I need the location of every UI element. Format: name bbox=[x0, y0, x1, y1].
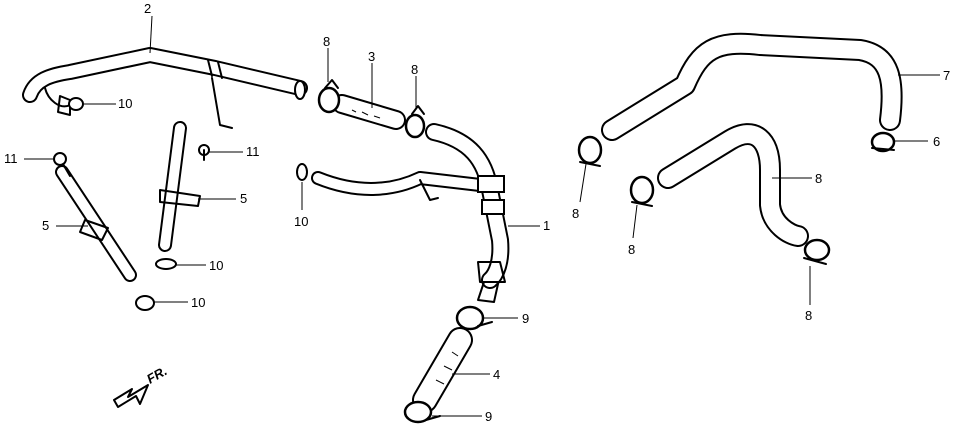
callout-8: 8 bbox=[323, 34, 330, 49]
direction-label: FR. bbox=[144, 363, 170, 386]
clamp-8-right-b bbox=[629, 175, 655, 207]
callout-10: 10 bbox=[191, 295, 205, 310]
callout-4: 4 bbox=[493, 367, 500, 382]
clamp-8-upper-b bbox=[404, 105, 426, 139]
callout-5: 5 bbox=[240, 191, 247, 206]
callout-11: 11 bbox=[246, 144, 260, 159]
o-ring-10b bbox=[296, 163, 308, 181]
part-2-hose bbox=[22, 47, 308, 129]
callout-labels: 2 8 3 8 10 11 11 5 5 10 10 10 1 9 4 9 7 … bbox=[4, 1, 950, 424]
leader-lines bbox=[24, 15, 940, 417]
o-ring-10d bbox=[135, 295, 155, 311]
callout-11: 11 bbox=[4, 151, 18, 166]
callout-1: 1 bbox=[543, 218, 550, 233]
o-ring-10c bbox=[155, 258, 177, 270]
o-ring-10a bbox=[68, 97, 84, 111]
clamp-8-right-d bbox=[803, 238, 831, 265]
callout-6: 8 bbox=[815, 171, 822, 186]
part-4-hose bbox=[412, 327, 473, 413]
callout-8: 8 bbox=[628, 242, 635, 257]
callout-10: 10 bbox=[294, 214, 308, 229]
callout-10: 10 bbox=[209, 258, 223, 273]
callout-7: 7 bbox=[943, 68, 950, 83]
clamp-8-right-c bbox=[870, 131, 896, 153]
part-3-hose bbox=[332, 94, 406, 130]
callout-9: 9 bbox=[522, 311, 529, 326]
part-1-hose bbox=[311, 123, 510, 303]
clamp-9-lower bbox=[403, 400, 441, 424]
part-7-hose bbox=[601, 32, 903, 141]
callout-8: 8 bbox=[805, 308, 812, 323]
front-direction-indicator: FR. bbox=[113, 363, 170, 408]
callout-2: 2 bbox=[144, 1, 151, 16]
part-5-pipe-left bbox=[55, 165, 137, 282]
callout-3: 3 bbox=[368, 49, 375, 64]
clamp-8-right-a bbox=[577, 135, 603, 167]
callout-8: 8 bbox=[572, 206, 579, 221]
callout-8: 6 bbox=[933, 134, 940, 149]
callout-9: 9 bbox=[485, 409, 492, 424]
clamp-9-upper bbox=[455, 305, 493, 331]
arrow-down-left-icon bbox=[113, 384, 149, 408]
part-6-hose bbox=[657, 123, 809, 247]
clamp-8-upper-a bbox=[317, 79, 341, 114]
callout-5: 5 bbox=[42, 218, 49, 233]
callout-8: 8 bbox=[411, 62, 418, 77]
callout-10: 10 bbox=[118, 96, 132, 111]
bolt-11-middle bbox=[198, 144, 210, 161]
part-5-pipe-middle bbox=[158, 121, 201, 252]
